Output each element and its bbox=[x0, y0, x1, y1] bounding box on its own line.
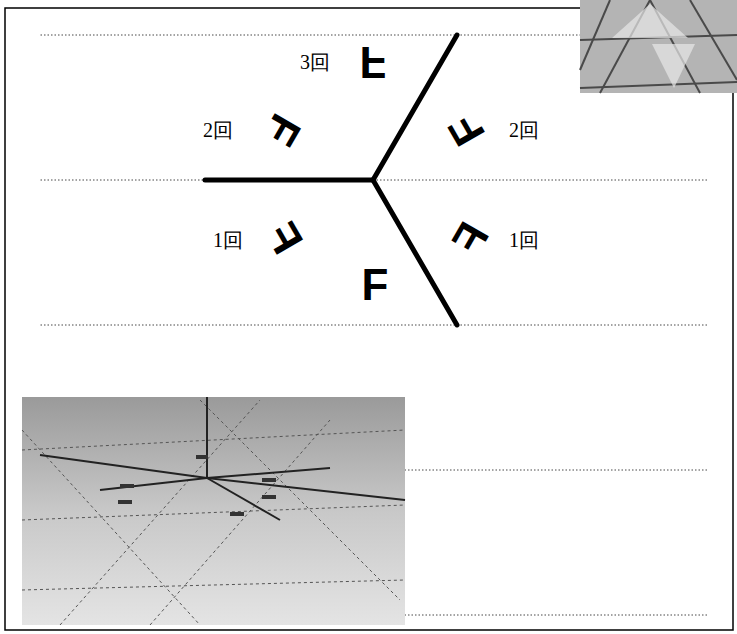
frame bbox=[5, 8, 733, 630]
count-label: 3回 bbox=[298, 51, 332, 73]
letter-mark: F bbox=[362, 263, 389, 307]
letter-mark: F bbox=[444, 215, 496, 260]
letter-mark: F bbox=[360, 40, 387, 84]
photo bbox=[580, 0, 737, 93]
count-label: 2回 bbox=[507, 119, 541, 141]
fold-line bbox=[205, 178, 373, 183]
grid-line bbox=[39, 325, 708, 326]
photo-top bbox=[580, 0, 737, 93]
letter-mark: F bbox=[440, 107, 492, 152]
letter-mark: F bbox=[256, 107, 308, 152]
count-label: 1回 bbox=[507, 229, 541, 251]
letter-mark: F bbox=[258, 215, 310, 260]
fold-lines bbox=[205, 35, 457, 325]
count-label: 1回 bbox=[211, 229, 245, 251]
photo bbox=[22, 397, 405, 625]
photo-bottom bbox=[22, 397, 405, 625]
count-label: 2回 bbox=[201, 119, 235, 141]
